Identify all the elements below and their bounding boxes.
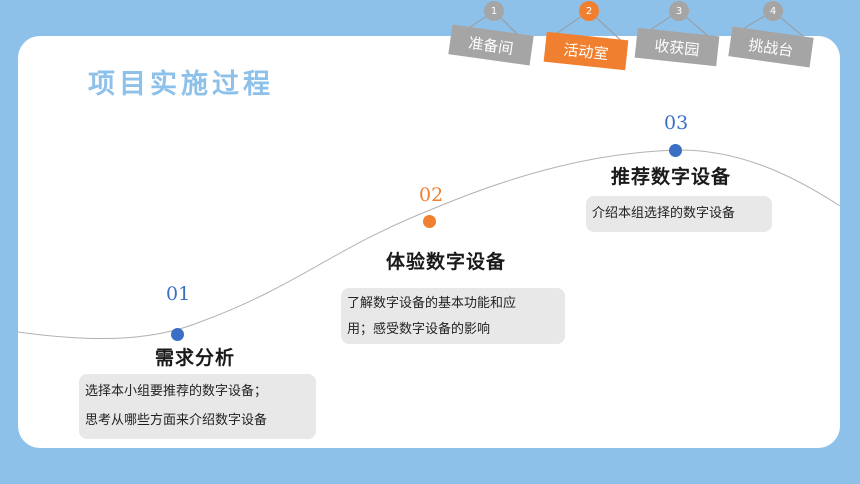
step-description: 介绍本组选择的数字设备 bbox=[586, 196, 772, 232]
step-marker-dot bbox=[669, 144, 682, 157]
step-title: 推荐数字设备 bbox=[611, 166, 732, 188]
step-description: 选择本小组要推荐的数字设备； 思考从哪些方面来介绍数字设备 bbox=[79, 374, 316, 439]
step-number: 02 bbox=[419, 184, 444, 206]
description-line: 用；感受数字设备的影响 bbox=[347, 322, 491, 337]
tab-label: 活动室 bbox=[562, 40, 610, 63]
tab-number-badge: 3 bbox=[669, 1, 689, 21]
tab-label: 挑战台 bbox=[747, 35, 795, 60]
step-marker-dot bbox=[423, 215, 436, 228]
description-line: 介绍本组选择的数字设备 bbox=[592, 206, 736, 221]
tab-label: 准备间 bbox=[467, 33, 515, 58]
timeline-curve bbox=[17, 149, 841, 340]
page-title: 项目实施过程 bbox=[88, 69, 274, 100]
step-marker-dot bbox=[171, 328, 184, 341]
description-line: 思考从哪些方面来介绍数字设备 bbox=[85, 413, 268, 428]
step-description: 了解数字设备的基本功能和应 用；感受数字设备的影响 bbox=[341, 288, 565, 344]
description-line: 了解数字设备的基本功能和应 bbox=[347, 296, 517, 311]
tab-number-badge: 1 bbox=[484, 1, 504, 21]
tab-number-badge: 4 bbox=[763, 1, 783, 21]
step-title: 体验数字设备 bbox=[386, 251, 507, 273]
step-title: 需求分析 bbox=[155, 347, 236, 369]
tab-number-badge: 2 bbox=[579, 1, 599, 21]
tab-label: 收获园 bbox=[653, 36, 701, 59]
description-line: 选择本小组要推荐的数字设备； bbox=[85, 384, 268, 399]
step-number: 01 bbox=[166, 283, 191, 305]
step-number: 03 bbox=[664, 112, 689, 134]
